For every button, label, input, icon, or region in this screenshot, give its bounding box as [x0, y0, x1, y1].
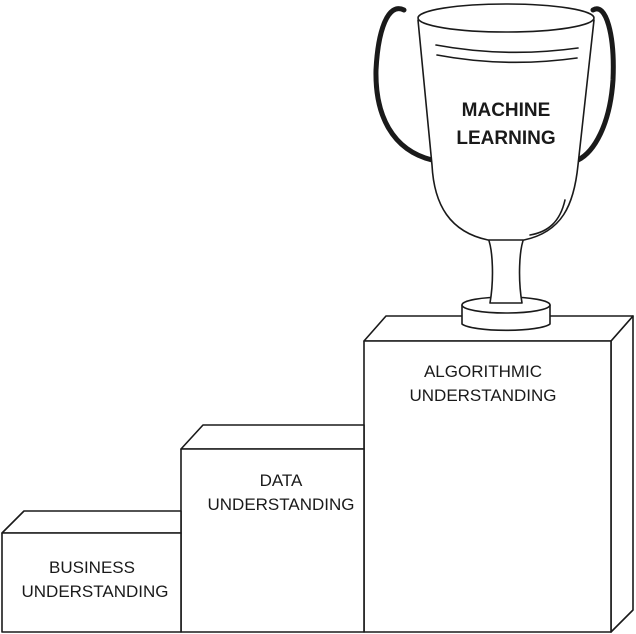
step-data-label-line1: DATA	[260, 471, 303, 490]
step-business	[1, 510, 182, 633]
step-algorithmic-front	[363, 340, 612, 633]
trophy-right-handle	[575, 6, 616, 163]
step-data	[180, 424, 365, 633]
trophy-label-line2: LEARNING	[456, 128, 555, 149]
step-business-label-line2: UNDERSTANDING	[21, 582, 168, 601]
step-business-front	[1, 532, 182, 633]
trophy-label-line1: MACHINE	[462, 100, 551, 121]
trophy-highlight	[529, 199, 566, 236]
trophy-cup	[417, 19, 595, 241]
trophy-rim	[417, 3, 595, 33]
trophy-stem	[487, 237, 525, 304]
step-algorithmic-label-line2: UNDERSTANDING	[409, 386, 556, 405]
trophy-band-line-1	[435, 44, 579, 54]
step-algorithmic-side	[610, 315, 634, 633]
trophy-left-handle	[373, 6, 435, 163]
trophy-band-line-2	[436, 54, 578, 64]
step-algorithmic-label-line1: ALGORITHMIC	[424, 362, 542, 381]
step-data-label-line2: UNDERSTANDING	[207, 495, 354, 514]
step-algorithmic	[363, 315, 634, 633]
step-business-label-line1: BUSINESS	[49, 558, 135, 577]
step-data-top	[180, 424, 365, 450]
step-business-top	[1, 510, 182, 534]
trophy: MACHINE LEARNING	[373, 3, 616, 332]
